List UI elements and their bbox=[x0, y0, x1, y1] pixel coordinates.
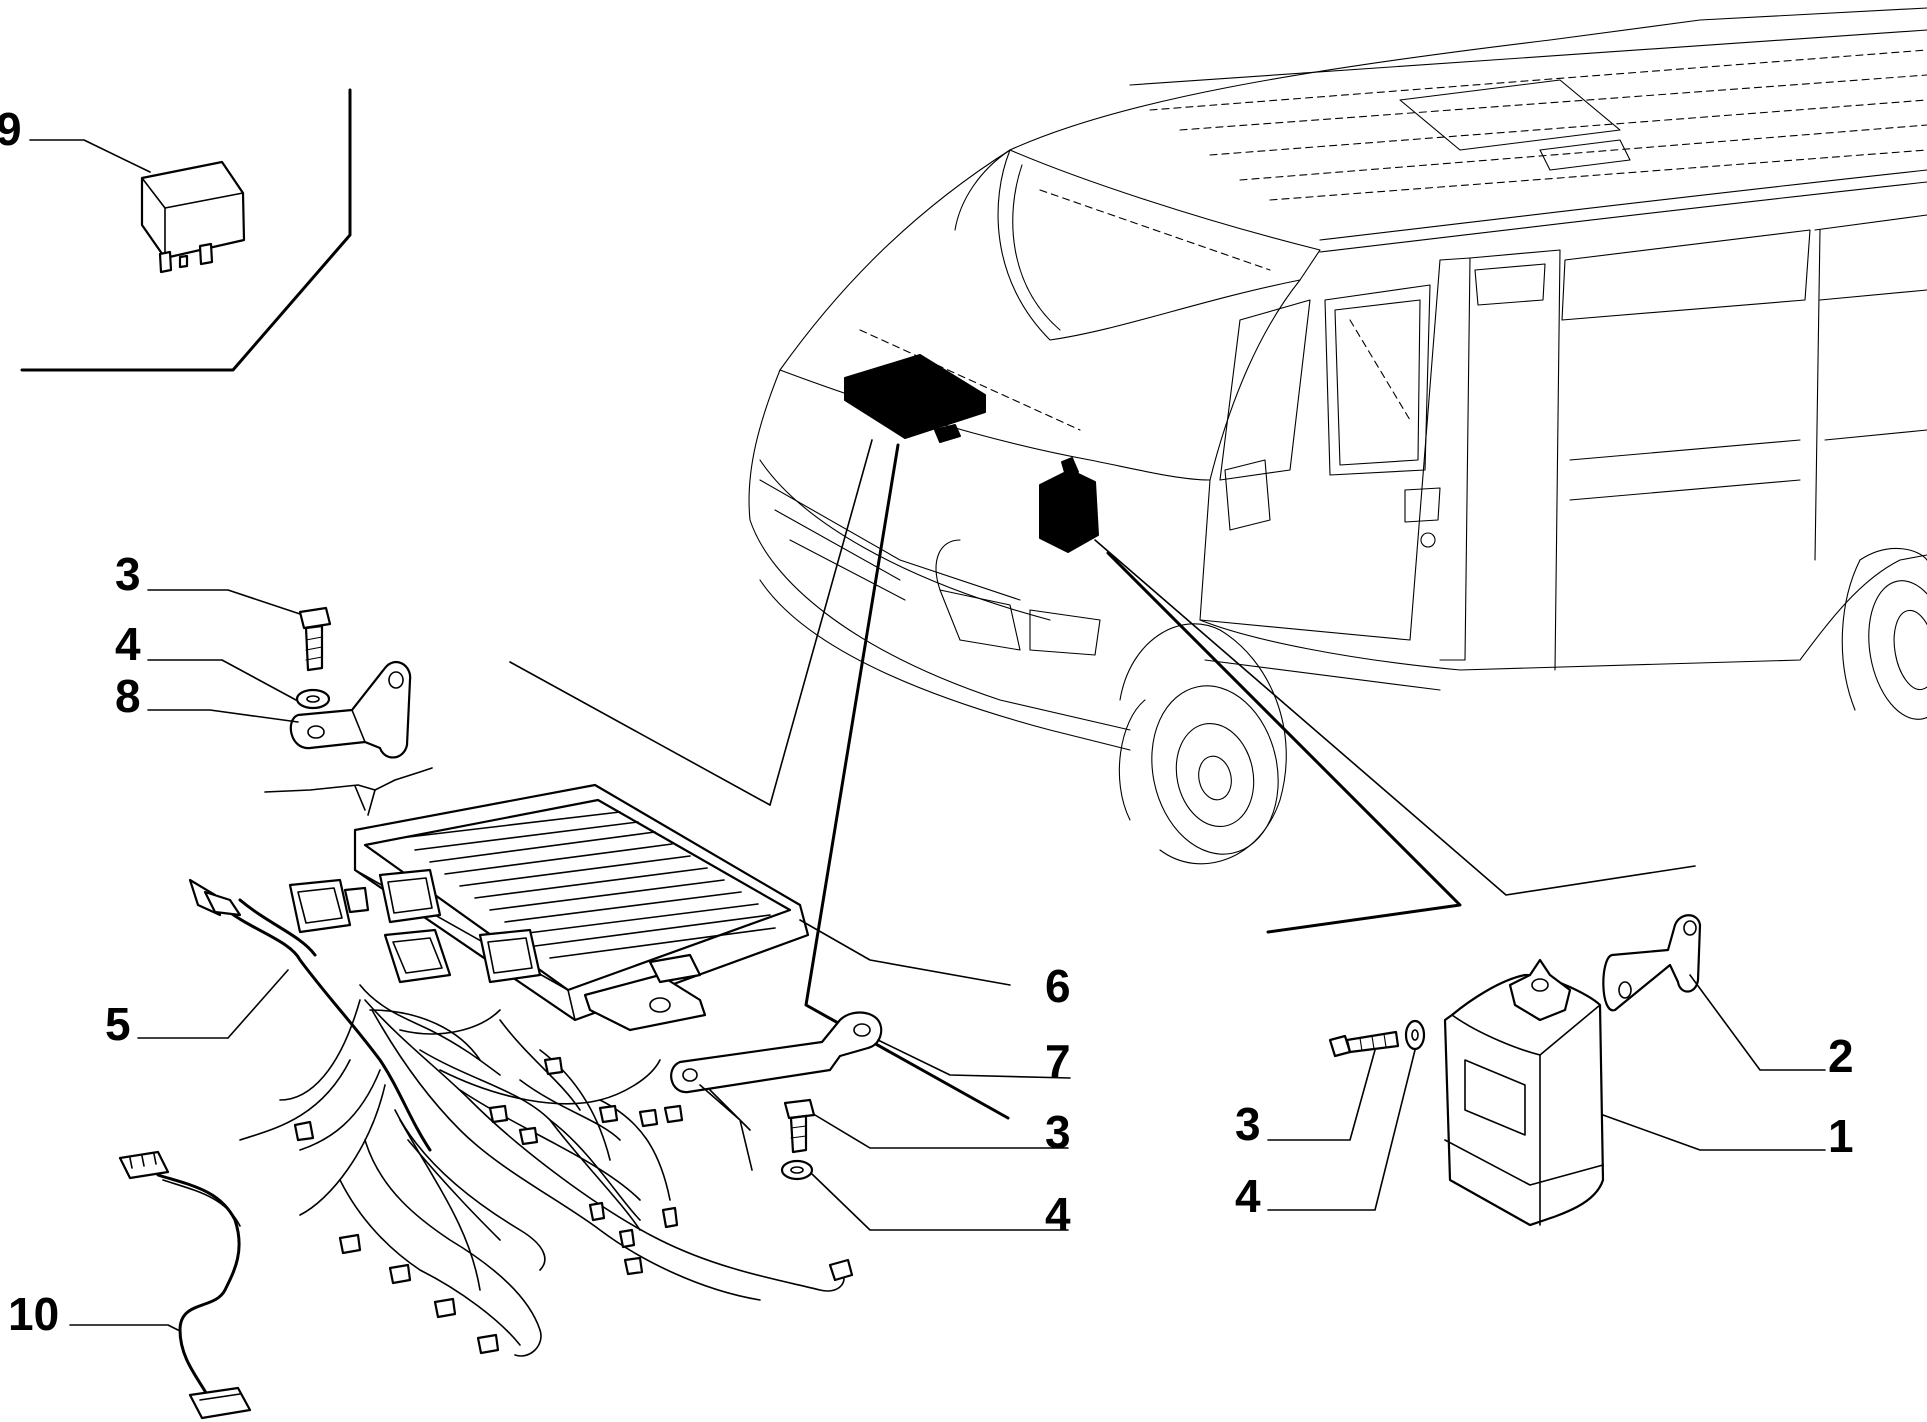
callout-9: 9 bbox=[0, 103, 22, 155]
van-illustration bbox=[748, 7, 1927, 865]
locator-lines bbox=[509, 439, 1696, 1120]
callout-10: 10 bbox=[8, 1288, 59, 1340]
callout-7: 7 bbox=[1045, 1035, 1071, 1087]
bracket-7-group bbox=[670, 1011, 1071, 1231]
callout-3-middle: 3 bbox=[1045, 1106, 1071, 1158]
callout-3-right: 3 bbox=[1235, 1098, 1261, 1150]
callout-3-upper: 3 bbox=[115, 548, 141, 600]
callout-4-right: 4 bbox=[1235, 1170, 1261, 1222]
callout-6: 6 bbox=[1045, 960, 1071, 1012]
mounting-hardware-upper bbox=[147, 589, 433, 816]
wiring-harness-5 bbox=[137, 878, 854, 1357]
callout-4-upper: 4 bbox=[115, 618, 141, 670]
callout-1: 1 bbox=[1828, 1110, 1854, 1162]
callout-labels: 9 3 4 8 5 6 7 3 4 10 2 3 1 4 bbox=[0, 103, 1854, 1340]
control-unit-6 bbox=[353, 783, 1011, 1032]
callout-2: 2 bbox=[1828, 1030, 1854, 1082]
installed-control-unit-marker bbox=[844, 354, 986, 443]
module-1-group bbox=[1267, 914, 1826, 1227]
installed-sensor-marker bbox=[1039, 457, 1099, 553]
callout-4-middle: 4 bbox=[1045, 1188, 1071, 1240]
callout-5: 5 bbox=[105, 998, 131, 1050]
callout-8: 8 bbox=[115, 670, 141, 722]
harness-10 bbox=[69, 1150, 252, 1420]
relay-inset bbox=[20, 88, 352, 372]
